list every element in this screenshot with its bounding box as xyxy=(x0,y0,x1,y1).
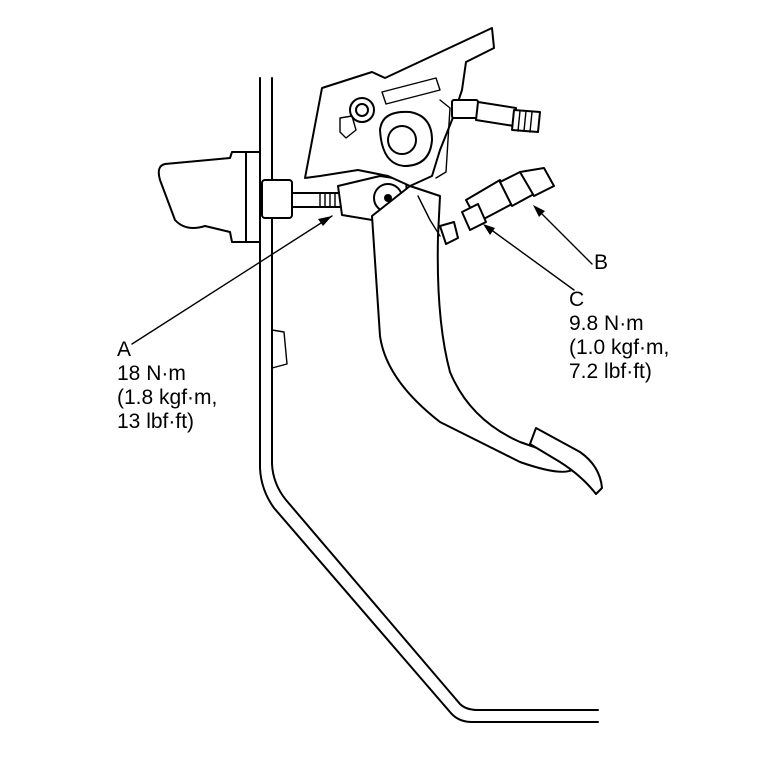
callout-a: A 18 N·m (1.8 kgf·m, 13 lbf·ft) xyxy=(117,338,217,434)
pedal-arm xyxy=(371,185,573,473)
upper-switch xyxy=(451,99,541,133)
pushrod-a xyxy=(291,175,409,223)
callout-a-torque-nm: 18 N·m xyxy=(117,362,186,385)
firewall-panel xyxy=(259,77,599,723)
brake-booster xyxy=(157,151,293,243)
callout-b-letter: B xyxy=(594,251,609,274)
leader-lines xyxy=(131,205,593,345)
switch-b xyxy=(461,167,555,231)
callout-c: C 9.8 N·m (1.0 kgf·m, 7.2 lbf·ft) xyxy=(569,288,669,384)
pedal-bracket xyxy=(304,27,495,187)
callout-c-torque-nm: 9.8 N·m xyxy=(569,312,644,335)
callout-c-letter: C xyxy=(569,288,585,311)
pedal-pad xyxy=(529,427,603,495)
callout-c-torque-kgf: (1.0 kgf·m, xyxy=(569,336,670,359)
callout-a-letter: A xyxy=(117,338,132,361)
callout-a-torque-lbf: 13 lbf·ft) xyxy=(117,410,195,433)
callout-b: B xyxy=(594,251,608,275)
callout-c-torque-lbf: 7.2 lbf·ft) xyxy=(569,360,652,383)
callout-a-torque-kgf: (1.8 kgf·m, xyxy=(117,386,218,409)
